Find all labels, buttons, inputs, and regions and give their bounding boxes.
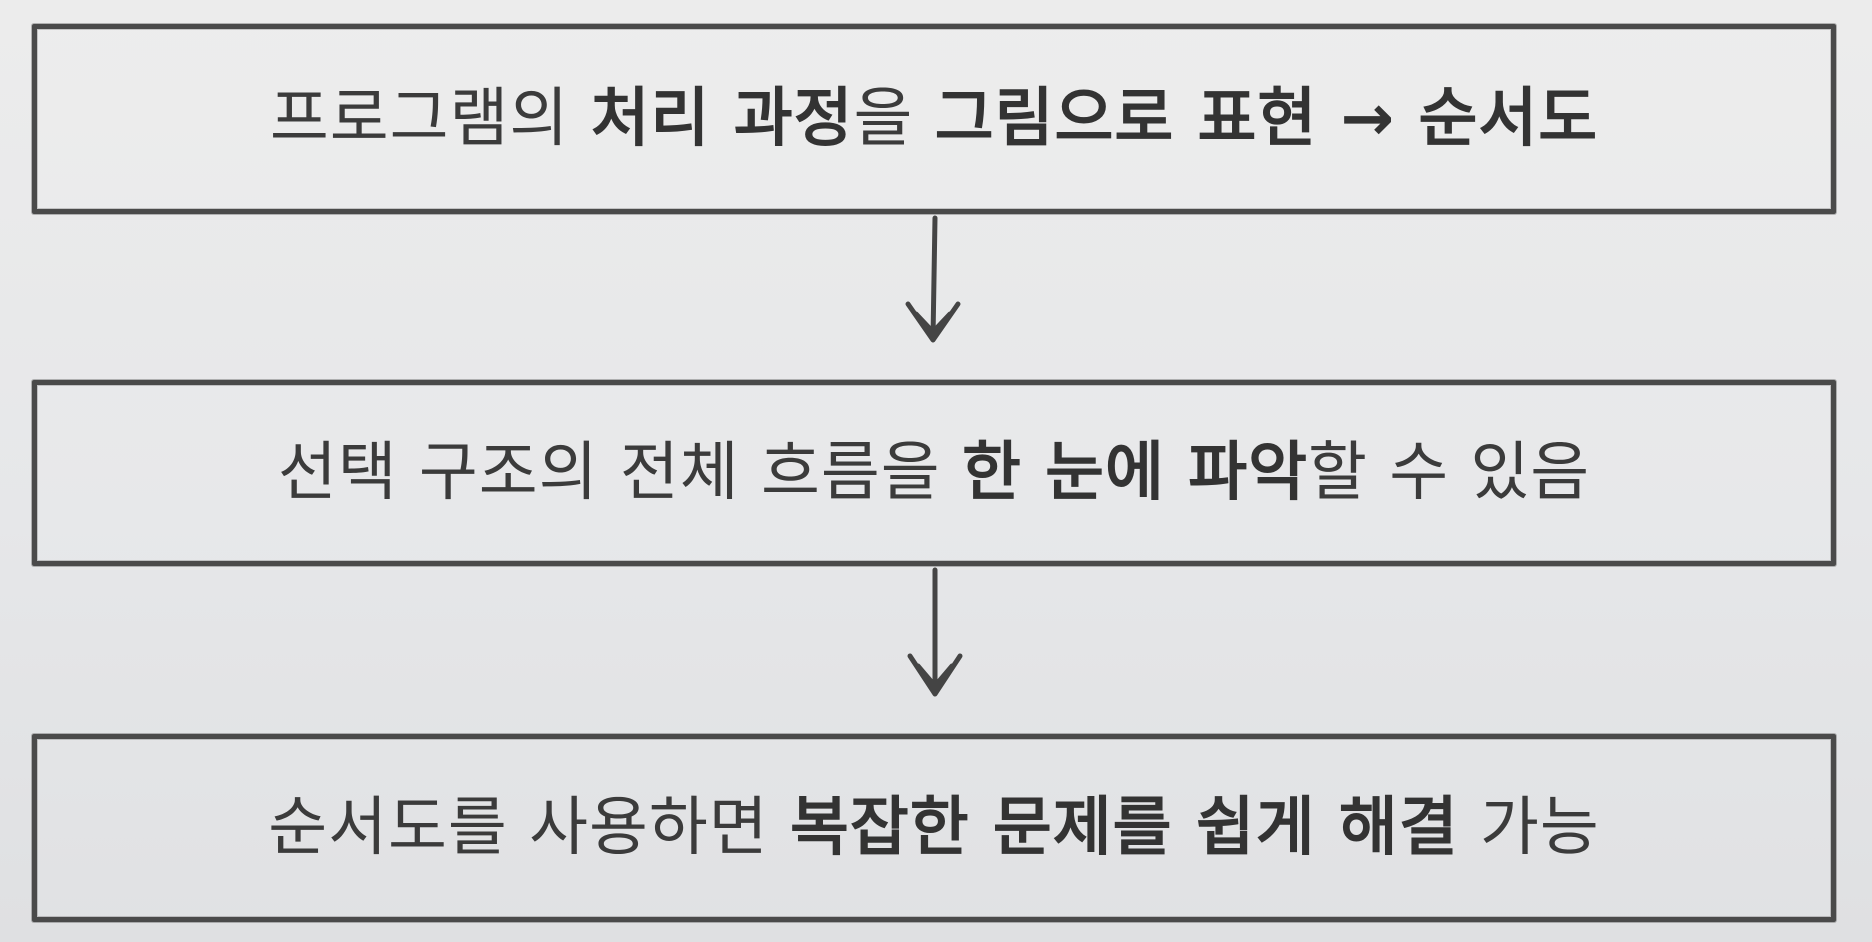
box-1-segment-2: 을 — [853, 82, 935, 156]
flow-box-3: 순서도를 사용하면 복잡한 문제를 쉽게 해결 가능 — [32, 734, 1836, 922]
box-3-segment-0: 순서도를 사용하면 — [268, 791, 790, 865]
arrow-down-icon — [905, 215, 961, 343]
box-1-segment-0: 프로그램의 — [269, 82, 591, 156]
arrow-down-icon — [907, 567, 963, 697]
box-2-segment-2: 할 수 있음 — [1307, 436, 1591, 510]
box-2-segment-1: 한 눈에 파악 — [962, 436, 1308, 510]
flow-box-2-text: 선택 구조의 전체 흐름을 한 눈에 파악할 수 있음 — [278, 441, 1590, 505]
box-1-segment-4: → — [1317, 82, 1419, 156]
box-1-segment-3: 그림으로 표현 — [934, 82, 1318, 156]
box-3-segment-2: 가능 — [1458, 791, 1600, 865]
box-1-segment-1: 처리 과정 — [590, 82, 854, 156]
flow-box-1: 프로그램의 처리 과정을 그림으로 표현 → 순서도 — [32, 24, 1836, 214]
box-3-segment-1: 복잡한 문제를 쉽게 해결 — [789, 791, 1459, 865]
flow-box-1-text: 프로그램의 처리 과정을 그림으로 표현 → 순서도 — [270, 87, 1598, 151]
box-2-segment-0: 선택 구조의 전체 흐름을 — [277, 436, 962, 510]
flow-box-3-text: 순서도를 사용하면 복잡한 문제를 쉽게 해결 가능 — [268, 796, 1600, 860]
flow-box-2: 선택 구조의 전체 흐름을 한 눈에 파악할 수 있음 — [32, 380, 1836, 566]
box-1-segment-5: 순서도 — [1418, 82, 1599, 156]
